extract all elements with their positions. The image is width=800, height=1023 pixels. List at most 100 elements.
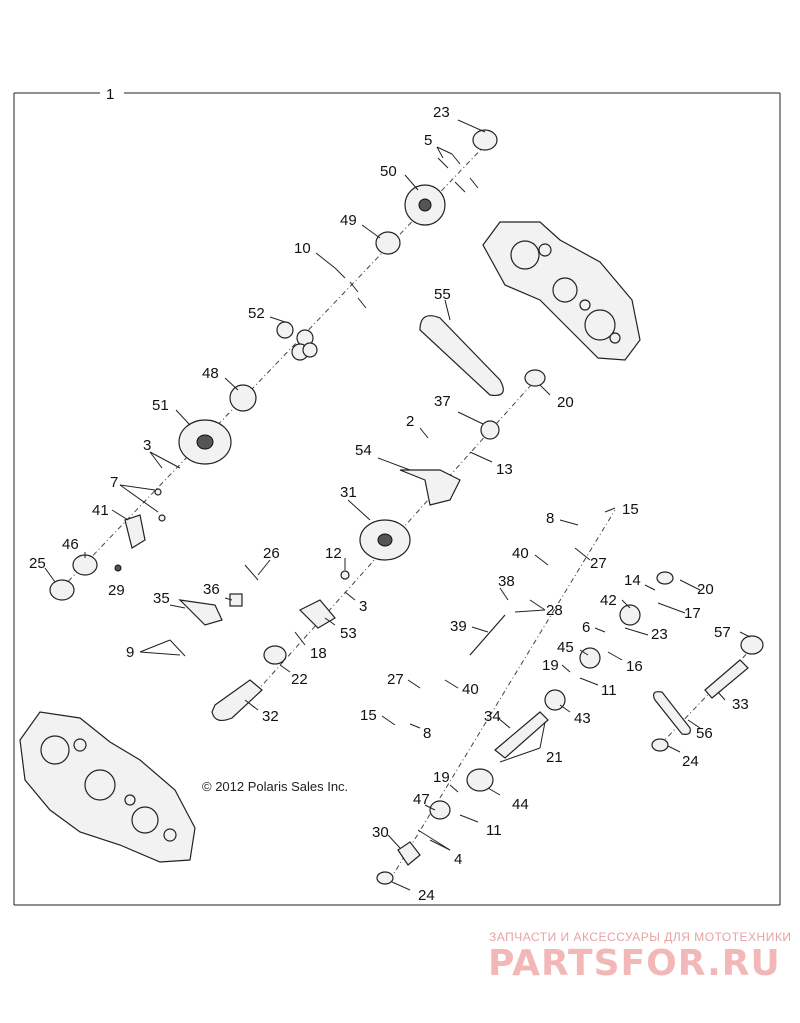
spring-26-illustration [244, 564, 259, 581]
callout-12: 12 [325, 545, 342, 562]
cam-36-illustration [229, 593, 243, 607]
pin-29-illustration [114, 564, 122, 572]
callout-41: 41 [92, 502, 109, 519]
callout-4: 4 [454, 851, 462, 868]
callout-leader-lines [44, 119, 751, 891]
callout-46: 46 [62, 536, 79, 553]
callout-52: 52 [248, 305, 265, 322]
callout-25: 25 [29, 555, 46, 572]
bolt-9-illustration [169, 639, 186, 657]
callout-20: 20 [557, 394, 574, 411]
callout-42: 42 [600, 592, 617, 609]
seal-25-illustration [49, 579, 75, 601]
arm-35-illustration [178, 599, 223, 626]
callout-43: 43 [574, 710, 591, 727]
callout-2: 2 [406, 413, 414, 430]
callout-56: 56 [696, 725, 713, 742]
plate-53-illustration [298, 599, 336, 629]
callout-39: 39 [450, 618, 467, 635]
callout-8b: 8 [423, 725, 431, 742]
bearing-22-illustration [263, 645, 287, 665]
assembly-number: 1 [106, 86, 114, 103]
callout-10: 10 [294, 240, 311, 257]
callout-3b: 3 [359, 598, 367, 615]
gear-44-illustration [466, 768, 494, 792]
callout-45: 45 [557, 639, 574, 656]
callout-34: 34 [484, 708, 501, 725]
bearing-23-illustration [472, 129, 498, 151]
callout-40: 40 [512, 545, 529, 562]
callout-37: 37 [434, 393, 451, 410]
gear-49-illustration [375, 231, 401, 255]
callout-48: 48 [202, 365, 219, 382]
callout-11b: 11 [486, 822, 502, 839]
callout-40b: 40 [462, 681, 479, 698]
hub-47-illustration [429, 800, 451, 820]
callout-35: 35 [153, 590, 170, 607]
gear-37-illustration [480, 420, 500, 440]
callout-20b: 20 [697, 581, 714, 598]
callout-19: 19 [542, 657, 559, 674]
callout-33: 33 [732, 696, 749, 713]
shaft-34-illustration [494, 711, 549, 759]
callout-19b: 19 [433, 769, 450, 786]
shaft-32-illustration [211, 679, 263, 722]
assembly-frame: 1 [13, 86, 781, 906]
callout-7: 7 [110, 474, 118, 491]
transmission-case-upper-illustration [482, 221, 641, 361]
bolts-5-illustration [437, 153, 479, 193]
gear-45-illustration [579, 647, 601, 669]
ring-12-illustration [340, 570, 350, 580]
callout-31: 31 [340, 484, 357, 501]
belt-55-illustration [419, 315, 504, 397]
callout-15b: 15 [360, 707, 377, 724]
callout-49: 49 [340, 212, 357, 229]
callout-27: 27 [590, 555, 607, 572]
callout-54: 54 [355, 442, 372, 459]
callout-3: 3 [143, 437, 151, 454]
callout-24b: 24 [418, 887, 435, 904]
watermark-brand: PARTSFOR.RU [488, 943, 781, 984]
callout-27b: 27 [387, 671, 404, 688]
callout-38: 38 [498, 573, 515, 590]
callout-18: 18 [310, 645, 327, 662]
callout-57: 57 [714, 624, 731, 641]
callout-32: 32 [262, 708, 279, 725]
callout-8: 8 [546, 510, 554, 527]
washers-7-illustration [154, 488, 166, 522]
callout-13: 13 [496, 461, 513, 478]
callout-23b: 23 [651, 626, 668, 643]
pinion-gears-52-illustration [276, 321, 318, 361]
copyright-text: © 2012 Polaris Sales Inc. [202, 779, 348, 794]
callout-16: 16 [626, 658, 643, 675]
callout-9: 9 [126, 644, 134, 661]
callout-24: 24 [682, 753, 699, 770]
callout-50: 50 [380, 163, 397, 180]
callout-6: 6 [582, 619, 590, 636]
watermark-tagline: ЗАПЧАСТИ И АКСЕССУАРЫ ДЛЯ МОТОТЕХНИКИ [489, 930, 791, 944]
callout-47: 47 [413, 791, 430, 808]
callout-17: 17 [684, 605, 701, 622]
callout-51: 51 [152, 397, 169, 414]
gear-42-illustration [619, 604, 641, 626]
shaft-33-illustration [704, 659, 749, 699]
rod-39-illustration [469, 614, 506, 656]
parts-illustrations [49, 129, 764, 885]
callout-14: 14 [624, 572, 641, 589]
watermark: ЗАПЧАСТИ И АКСЕССУАРЫ ДЛЯ МОТОТЕХНИКИ PA… [488, 930, 791, 984]
callout-53: 53 [340, 625, 357, 642]
shift-fork-54-illustration [399, 469, 461, 506]
callout-23: 23 [433, 104, 450, 121]
callout-44: 44 [512, 796, 529, 813]
bracket-30-illustration [397, 841, 421, 866]
assembly-axis-lines [59, 139, 756, 881]
callout-36: 36 [203, 581, 220, 598]
bearing-57-illustration [740, 635, 764, 655]
belt-56-illustration [652, 691, 691, 735]
callout-22: 22 [291, 671, 308, 688]
callout-15: 15 [622, 501, 639, 518]
callout-11: 11 [601, 682, 617, 699]
callout-26: 26 [263, 545, 280, 562]
carrier-48-illustration [229, 384, 257, 412]
